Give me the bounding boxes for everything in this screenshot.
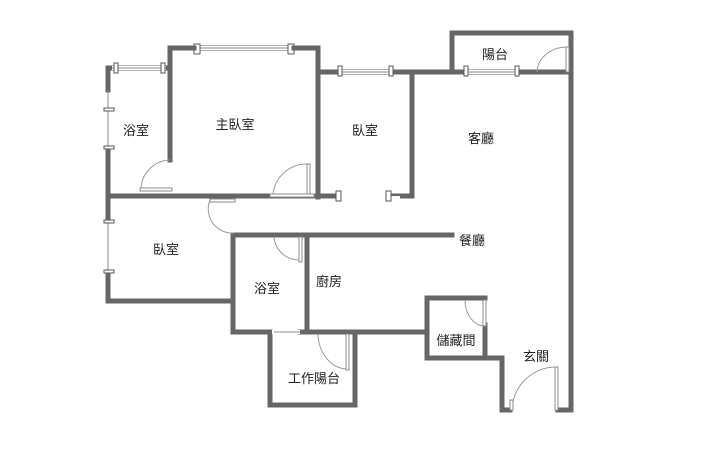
label-kitchen: 廚房 [316,274,342,290]
storage-walls [424,295,488,361]
label-bath-2: 浴室 [254,281,280,297]
storage-door[interactable] [464,299,487,327]
master-bath-door[interactable] [139,159,173,192]
label-storage: 儲藏間 [436,334,475,349]
bedroom2-right-wall [385,69,415,199]
balcony-door[interactable] [536,46,570,73]
bedroom2-walls [315,30,574,413]
label-living-room: 客廳 [468,131,494,147]
walls [105,30,574,413]
bath2-walls [230,232,273,335]
entrance-walls [482,355,513,413]
windows [103,43,520,334]
room-labels: 浴室 主臥室 臥室 陽台 客廳 餐廳 臥室 浴室 廚房 儲藏間 玄關 工作陽台 [123,48,549,387]
label-bedroom-2: 臥室 [352,123,378,139]
label-utility-balcony: 工作陽台 [288,372,340,387]
bath2-door[interactable] [273,236,303,263]
master-bedroom-door[interactable] [269,163,315,198]
doors [139,46,570,411]
label-master-bedroom: 主臥室 [215,117,254,133]
entrance-door[interactable] [509,366,559,411]
utility-balcony-walls [267,329,358,408]
label-dining-room: 餐廳 [459,233,485,249]
bedroom3-door[interactable] [207,198,236,234]
utility-balcony-door[interactable] [317,333,350,371]
label-balcony: 陽台 [482,48,508,63]
label-bedroom-3: 臥室 [153,242,179,258]
bedroom3-walls [105,269,236,304]
label-entrance: 玄關 [523,350,549,365]
label-bath-master: 浴室 [123,123,149,139]
